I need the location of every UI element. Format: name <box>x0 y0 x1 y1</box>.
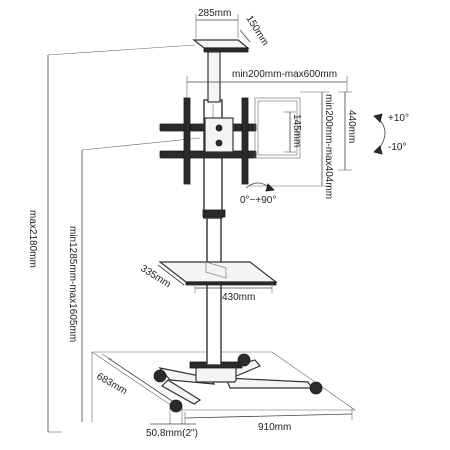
screen-outline <box>254 97 301 159</box>
rotation-arrow-icon <box>245 182 275 192</box>
caster-label: 50.8mm(2") <box>146 428 198 439</box>
base-depth-label: 683mm <box>95 371 129 397</box>
bracket-inner-label: 145mm <box>291 114 302 147</box>
shelf-width-label: 430mm <box>222 292 255 303</box>
bracket-inner-dimension <box>284 111 296 153</box>
vesa-horizontal-label: min200mm-max600mm <box>232 69 337 80</box>
vesa-bracket <box>159 97 257 185</box>
max-height-label: max2180mm <box>27 210 38 268</box>
shelf-dimensions <box>157 264 273 293</box>
stand-base <box>153 353 323 413</box>
base-width-label: 910mm <box>258 422 291 433</box>
base-width-dimension <box>184 408 353 424</box>
height-range-dimension <box>81 137 201 422</box>
tilt-down-label: -10° <box>388 142 406 153</box>
middle-shelf <box>158 261 278 286</box>
tilt-arrow-icon <box>373 113 386 155</box>
caster-wheel-back <box>237 353 251 367</box>
max-height-dimension <box>47 44 196 433</box>
camera-shelf-dimensions <box>195 14 251 43</box>
vesa-vertical-dimension <box>250 91 330 187</box>
caster-wheel-front <box>169 399 183 413</box>
bracket-height-dimension <box>338 91 352 171</box>
camera-shelf-depth-label: 150mm <box>243 14 270 48</box>
caster-dimension <box>150 408 196 425</box>
height-range-label: min1285mm-max1605mm <box>67 226 78 342</box>
camera-shelf-width-label: 285mm <box>198 8 231 19</box>
vesa-vertical-label: min200mm-max404mm <box>323 94 334 199</box>
caster-wheel-left <box>153 369 167 383</box>
camera-shelf <box>192 39 250 103</box>
rotation-label: 0°~+90° <box>240 195 276 206</box>
bracket-height-label: 440mm <box>346 110 357 143</box>
vesa-horizontal-dimension <box>186 76 348 98</box>
caster-wheel-right <box>309 381 323 395</box>
tilt-up-label: +10° <box>388 113 409 124</box>
height-clamp <box>202 209 226 218</box>
